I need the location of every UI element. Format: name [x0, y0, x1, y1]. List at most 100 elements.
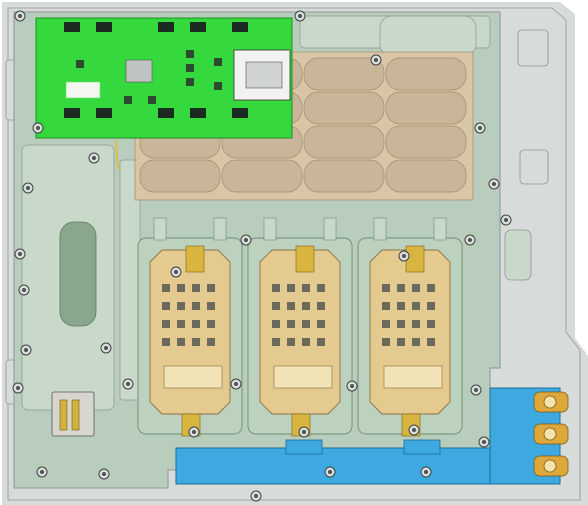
igbt-die [162, 320, 170, 328]
pcb-component [124, 96, 132, 104]
igbt-die [162, 302, 170, 310]
igbt-die [427, 338, 435, 346]
gate-lead [185, 245, 205, 273]
power-modules [137, 217, 463, 437]
module-post [153, 217, 167, 241]
module-board [259, 249, 341, 415]
screw-head [18, 252, 22, 256]
flange-bump [504, 229, 532, 281]
terminal-hole [543, 395, 557, 409]
screw-head [298, 14, 302, 18]
thermal-pad [385, 57, 467, 91]
igbt-die [287, 302, 295, 310]
igbt-die [382, 302, 390, 310]
power-module-2 [247, 217, 353, 437]
igbt-die [287, 320, 295, 328]
output-terminals [533, 391, 569, 477]
busbar-assembly [175, 387, 569, 485]
igbt-die [272, 284, 280, 292]
igbt-die [397, 320, 405, 328]
screw-head [424, 470, 428, 474]
igbt-die [382, 284, 390, 292]
screw-head [104, 346, 108, 350]
igbt-die [317, 284, 325, 292]
driver-connector [273, 365, 333, 389]
thermal-pad [221, 159, 303, 193]
igbt-die [382, 338, 390, 346]
module-post [373, 217, 387, 241]
igbt-die [192, 320, 200, 328]
igbt-die [177, 320, 185, 328]
driver-connector [163, 365, 223, 389]
igbt-die [382, 320, 390, 328]
pcb-chip [96, 108, 112, 118]
screw-head [244, 238, 248, 242]
igbt-die [412, 284, 420, 292]
screw-head [328, 470, 332, 474]
flange-slot [517, 29, 549, 67]
pcb-connector-inner [245, 61, 283, 89]
pcb-component [214, 82, 222, 90]
control-pcb [35, 17, 293, 139]
igbt-die [397, 284, 405, 292]
screw-head [412, 428, 416, 432]
igbt-die [162, 284, 170, 292]
igbt-die [412, 320, 420, 328]
igbt-die [412, 302, 420, 310]
screw-head [374, 58, 378, 62]
pcb-component [186, 78, 194, 86]
screw-head [234, 382, 238, 386]
pcb-chips [64, 22, 248, 118]
screw-head [192, 430, 196, 434]
pcb-chip [158, 22, 174, 32]
thermal-pad [385, 125, 467, 159]
screw-head [18, 14, 22, 18]
pcb-chip [96, 22, 112, 32]
connector-contact [59, 399, 68, 431]
pcb-chip [190, 22, 206, 32]
screw-head [36, 126, 40, 130]
pcb-component [148, 96, 156, 104]
lower-busbar [175, 447, 491, 485]
driver-connector [383, 365, 443, 389]
pcb-component [186, 50, 194, 58]
screw-head [402, 254, 406, 258]
igbt-die [302, 320, 310, 328]
screw-head [478, 126, 482, 130]
thermal-pad [303, 125, 385, 159]
screw-head [254, 494, 258, 498]
screw-head [482, 440, 486, 444]
cavity-rib [379, 15, 477, 57]
power-module-1 [137, 217, 243, 437]
screws [12, 10, 512, 502]
screw-head [102, 472, 106, 476]
module-post [213, 217, 227, 241]
housing-lip [7, 7, 581, 501]
igbt-die [177, 284, 185, 292]
igbt-die [427, 284, 435, 292]
screw-head [350, 384, 354, 388]
igbt-die [427, 320, 435, 328]
busbar-tab [285, 439, 323, 455]
gate-lead [405, 245, 425, 273]
igbt-die [272, 338, 280, 346]
igbt-die [272, 302, 280, 310]
igbt-die [192, 338, 200, 346]
screw-head [126, 382, 130, 386]
gate-lead [295, 245, 315, 273]
igbt-die [397, 302, 405, 310]
thermal-pad [303, 91, 385, 125]
module-post [433, 217, 447, 241]
microcontroller [125, 59, 153, 83]
igbt-die [207, 320, 215, 328]
screw-head [26, 186, 30, 190]
screw-head [174, 270, 178, 274]
pcb-chip [190, 108, 206, 118]
thermal-pad [303, 159, 385, 193]
igbt-die [317, 320, 325, 328]
module-board [369, 249, 451, 415]
screw-head [40, 470, 44, 474]
screw-head [92, 156, 96, 160]
